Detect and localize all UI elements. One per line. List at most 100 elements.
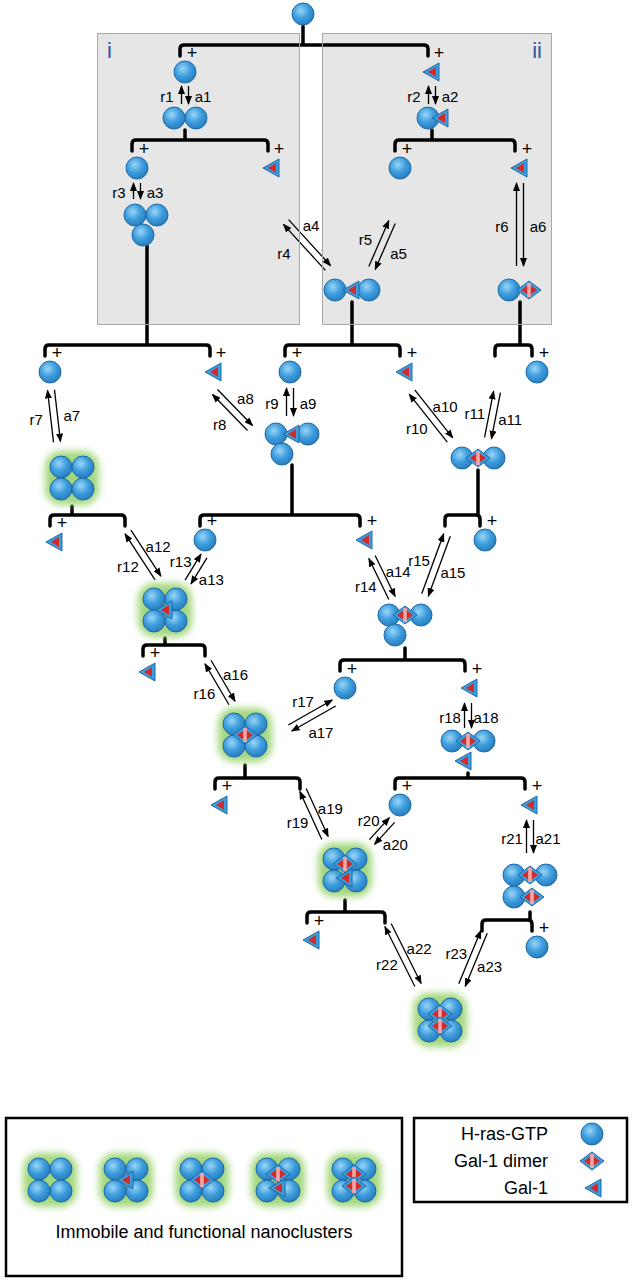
association-arrow	[293, 388, 294, 416]
nanocluster-glow	[175, 1153, 229, 1207]
legend-text: Gal-1 dimer	[454, 1152, 548, 1170]
hras-molecule	[389, 157, 411, 179]
reaction-bracket	[395, 773, 525, 789]
gal1-core	[437, 113, 445, 123]
group-fill	[322, 33, 552, 325]
gal1-dimer	[517, 281, 541, 299]
brackets	[45, 26, 532, 931]
rate-constant: r4	[277, 246, 290, 261]
rate-constant: r10	[406, 421, 428, 436]
plus-sign: +	[314, 912, 325, 930]
hras-molecule	[334, 677, 356, 699]
molecule-complex	[334, 677, 356, 699]
dimer-bond	[243, 728, 247, 742]
molecule-complex	[39, 361, 61, 383]
hras-molecule	[72, 456, 94, 478]
hras-molecule	[474, 529, 496, 551]
molecule-complex	[251, 1153, 305, 1207]
molecule-complex	[396, 363, 412, 381]
molecule-complex	[461, 679, 477, 697]
dissociation-arrow	[526, 820, 527, 853]
gal1-core	[122, 1175, 130, 1185]
hras-molecule	[50, 478, 72, 500]
molecule-complex	[265, 423, 319, 465]
hras-molecule	[526, 361, 548, 383]
molecule-complex	[263, 159, 279, 177]
plus-sign: +	[407, 344, 418, 362]
plus-sign: +	[472, 660, 483, 678]
gal1-core	[161, 605, 169, 615]
rate-constant: r15	[408, 552, 430, 567]
hras-molecule	[72, 478, 94, 500]
rate-constant: a15	[440, 565, 465, 580]
gal1-molecule	[263, 159, 279, 177]
molecule-complex	[389, 794, 411, 816]
gal1-dimer	[233, 726, 257, 744]
rate-constant: a13	[199, 572, 224, 587]
gal1-molecule	[423, 63, 439, 81]
molecule-complex	[99, 1153, 153, 1207]
molecule-complex	[451, 447, 505, 469]
plus-sign: +	[532, 777, 543, 795]
plus-sign: +	[539, 919, 550, 937]
association-arrow	[54, 390, 60, 442]
plus-sign: +	[150, 644, 161, 662]
rate-constant: r6	[495, 218, 508, 233]
molecule-complex	[389, 157, 411, 179]
molecule-complex	[474, 529, 496, 551]
rate-constant: r7	[29, 412, 42, 427]
dimer-bond	[352, 1179, 356, 1193]
molecule-complex	[23, 1153, 77, 1207]
reaction-bracket	[395, 130, 515, 151]
plus-sign: +	[274, 140, 285, 158]
rate-constant: a5	[390, 246, 407, 261]
gal1-molecule	[336, 869, 352, 887]
gal1-molecule	[211, 796, 227, 814]
dissociation-arrow	[286, 388, 287, 416]
rate-constant: a21	[535, 830, 560, 845]
molecule-complex	[303, 931, 319, 949]
dimer-bond	[476, 451, 480, 465]
rate-constant: a6	[530, 218, 547, 233]
reaction-bracket	[482, 912, 532, 931]
rate-constant: r2	[407, 89, 420, 104]
dissociation-arrow	[181, 86, 182, 104]
molecule-complex	[211, 796, 227, 814]
rate-constant: r19	[287, 815, 309, 830]
rate-constant: r16	[194, 685, 216, 700]
gal1-core	[308, 935, 316, 945]
gal1-dimer	[456, 732, 480, 750]
dimer-bond	[528, 868, 532, 882]
rate-constant: r13	[170, 553, 192, 568]
rate-constant: a8	[237, 391, 254, 406]
molecule-complex	[526, 361, 548, 383]
molecule-complex	[423, 63, 439, 81]
hras-molecule	[39, 361, 61, 383]
gal1-dimer	[518, 866, 542, 884]
molecule-complex	[521, 796, 537, 814]
rate-constant: a22	[407, 940, 432, 955]
rate-constant: a16	[223, 667, 248, 682]
molecule-complex	[126, 157, 148, 179]
nanocluster-glow	[327, 1153, 381, 1207]
legend-text: H-ras-GTP	[461, 1125, 548, 1143]
hras-molecule	[146, 204, 168, 226]
gal1-dimer	[342, 1177, 366, 1195]
rate-constant: a12	[146, 539, 171, 554]
molecule-complex	[378, 604, 432, 646]
gal1-molecule	[283, 425, 299, 443]
molecule-complex	[327, 1153, 381, 1207]
rate-constant: r17	[292, 693, 314, 708]
hras-molecule	[124, 204, 146, 226]
plus-sign: +	[487, 512, 498, 530]
gal1-core	[428, 67, 436, 77]
molecules	[23, 3, 604, 1207]
hras-molecule	[50, 1180, 72, 1202]
dimer-bond	[590, 1154, 594, 1168]
plus-sign: +	[347, 660, 358, 678]
nanocluster-glow	[318, 843, 372, 897]
molecule-complex	[46, 533, 62, 551]
gal1-dimer	[520, 888, 544, 906]
gal1-core	[466, 683, 474, 693]
rate-constant: a7	[64, 407, 81, 422]
